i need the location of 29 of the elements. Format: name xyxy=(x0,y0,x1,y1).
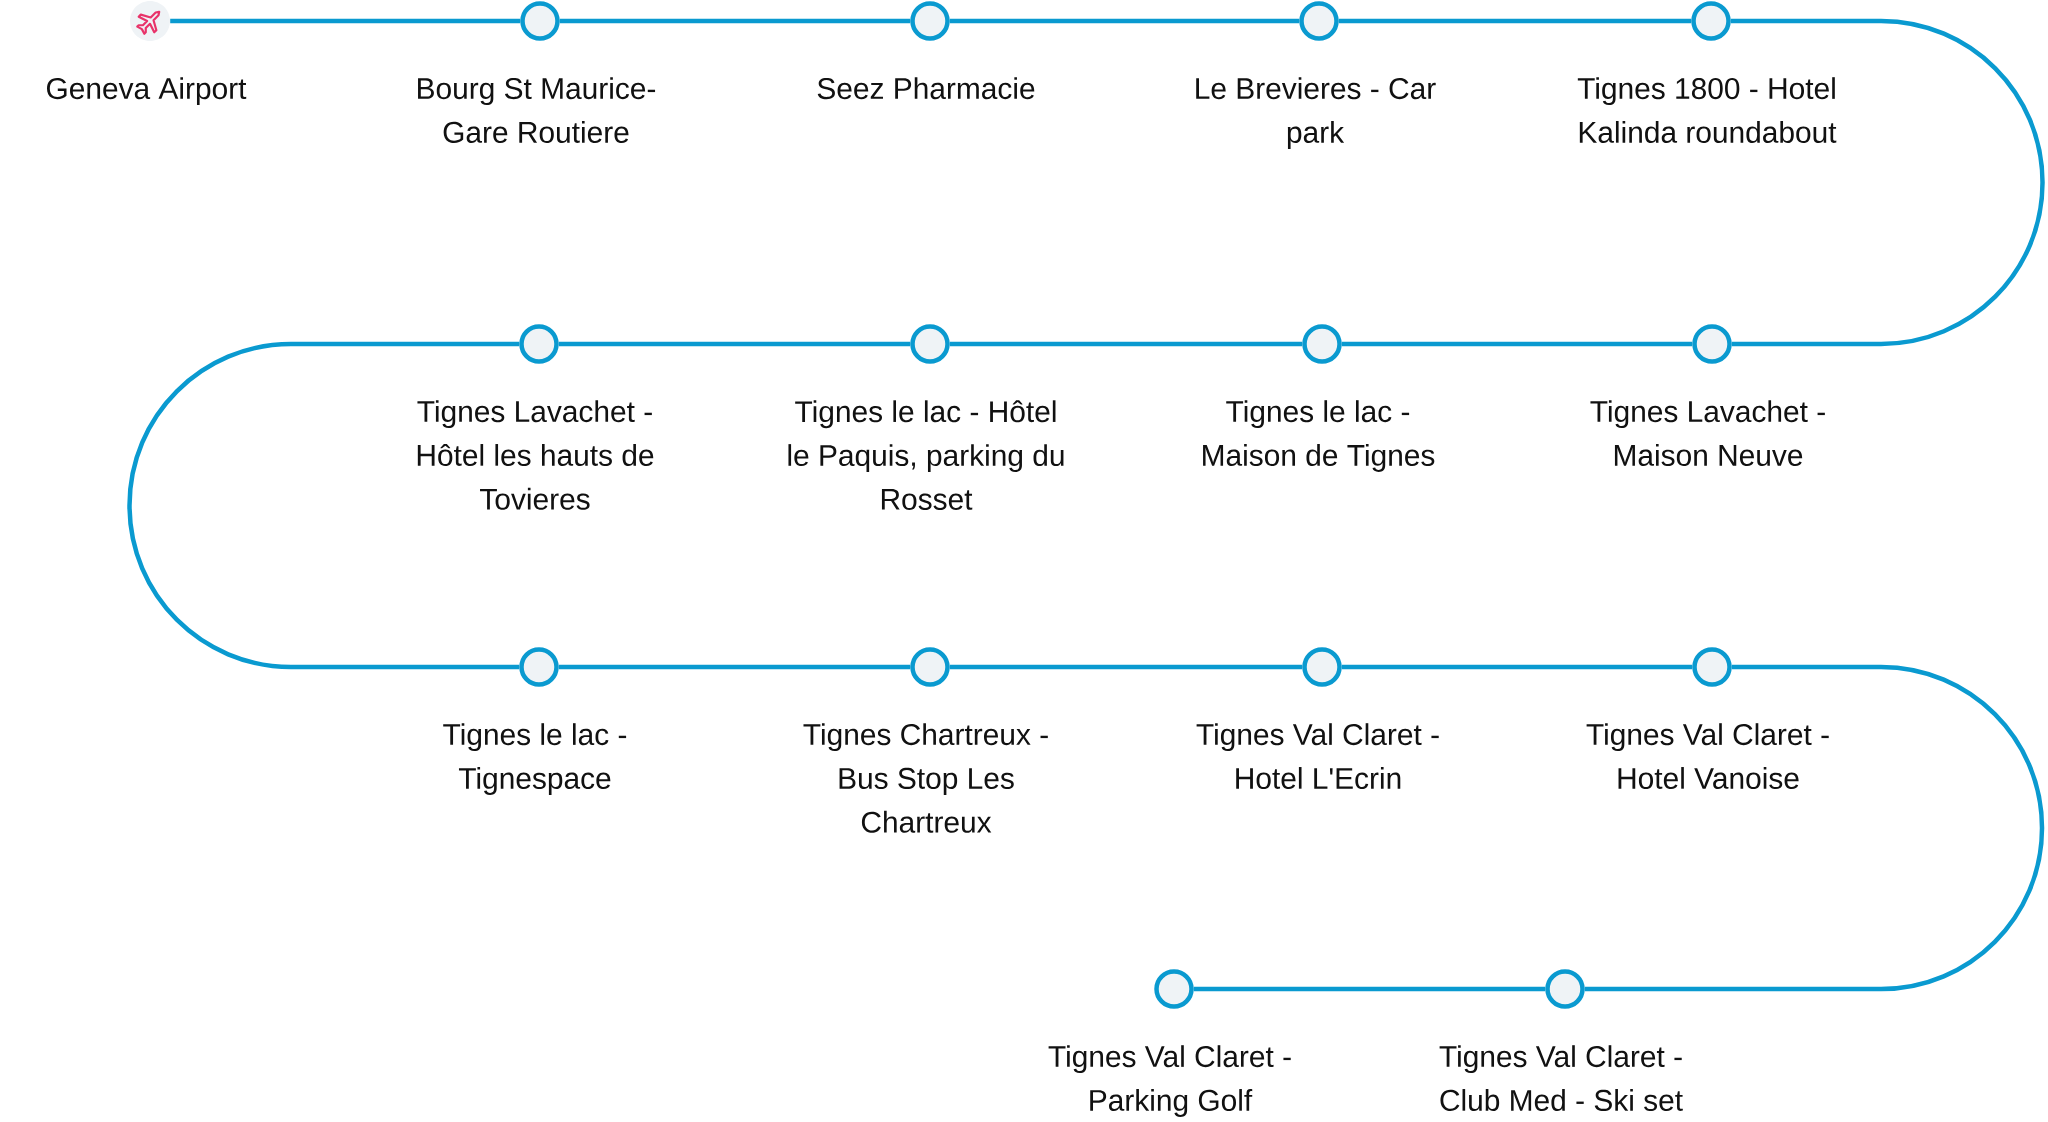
station-label: Tignes le lac - Tignespace xyxy=(443,723,627,795)
station-label: Tignes Val Claret - Parking Golf xyxy=(1048,1045,1291,1117)
route-line xyxy=(558,341,911,347)
route-line xyxy=(559,18,911,24)
route-line xyxy=(949,664,1303,670)
route-line xyxy=(1193,986,1546,992)
station-label: Bourg St Maurice- Gare Routiere xyxy=(418,77,656,143)
station-label: Tignes Val Claret - Club Med - Ski set xyxy=(1439,1045,1683,1111)
station-label: Tignes le lac - Hôtel le Paquis, parking du Rosset xyxy=(788,400,1064,510)
route-line xyxy=(127,341,520,670)
station-label: Tignes Val Claret - Hotel Vanoise xyxy=(1586,723,1829,789)
route-line xyxy=(170,18,521,24)
station-label: Seez Pharmacie xyxy=(817,77,1035,100)
route-line xyxy=(1584,664,2045,992)
station-label: Tignes Val Claret - Hotel L'Ecrin xyxy=(1196,723,1439,789)
station-label: Tignes Lavachet - Maison Neuve xyxy=(1590,400,1825,466)
route-line xyxy=(558,664,911,670)
route-line xyxy=(1338,18,1692,24)
route-line xyxy=(949,18,1300,24)
station-label: Tignes 1800 - Hotel Kalinda roundabout xyxy=(1577,77,1837,143)
station-label: Geneva Airport xyxy=(47,77,247,106)
station-label: Tignes Chartreux - Bus Stop Les Chartreux xyxy=(803,723,1048,833)
station-label: Tignes le lac - Maison de Tignes xyxy=(1203,400,1435,472)
station-label: Tignes Lavachet - Hôtel les hauts de Tovieres xyxy=(417,400,654,510)
route-line xyxy=(1730,18,2045,347)
route-line xyxy=(1341,664,1693,670)
route-line xyxy=(949,341,1303,347)
station-label: Le Brevieres - Car park xyxy=(1196,77,1436,149)
route-line xyxy=(1341,341,1693,347)
